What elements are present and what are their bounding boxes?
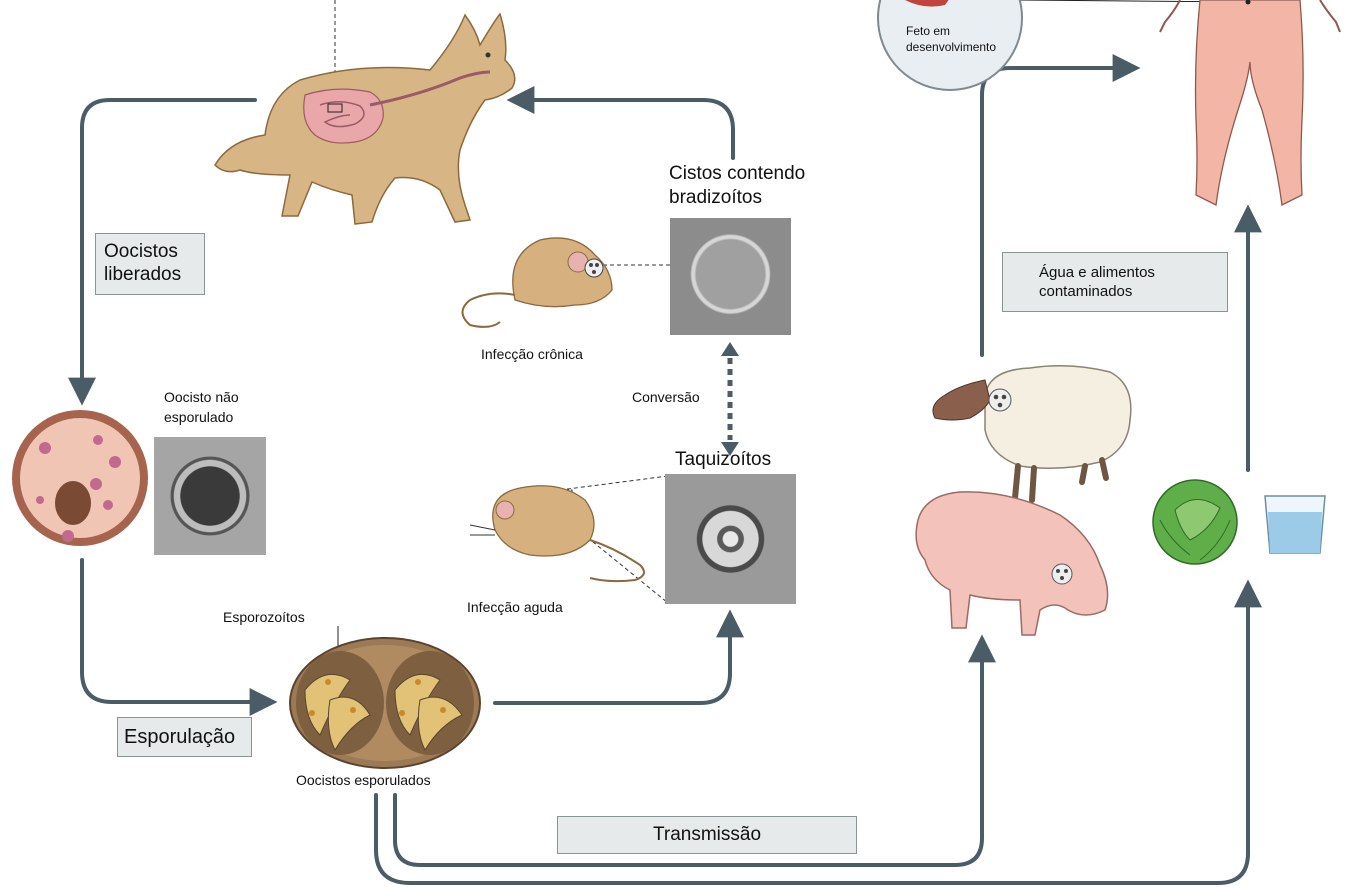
sheep-icon	[933, 366, 1131, 500]
water-glass-icon	[1265, 496, 1325, 553]
unsporulated-label-line2: esporulado	[164, 409, 233, 425]
transmission-box: Transmissão	[557, 816, 857, 854]
oocysts-released-box: Oocistos liberados	[95, 233, 205, 295]
fetus-label-line2: desenvolvimento	[906, 41, 996, 55]
arrow-sporulated-to-tachyzoites	[495, 615, 730, 703]
unsporulated-label-line1: Oocisto não	[164, 389, 239, 405]
conversion-label: Conversão	[632, 389, 700, 405]
cat-icon	[215, 14, 515, 224]
sporulation-box: Esporulação	[117, 717, 252, 757]
oocysts-released-line2: liberados	[104, 264, 181, 287]
arrow-oocyst-to-sporulated	[82, 560, 272, 702]
fetus-label-line1: Feto em	[906, 25, 950, 39]
sporulation-label: Esporulação	[124, 726, 235, 749]
oocysts-released-line1: Oocistos	[104, 241, 181, 264]
water-food-box: Água e alimentos contaminados	[1002, 252, 1228, 312]
cysts-label-line2: bradizoítos	[669, 187, 762, 209]
water-food-line1: Água e alimentos	[1039, 263, 1155, 283]
cysts-label-line1: Cistos contendo	[669, 163, 805, 185]
tachyzoites-label: Taquizoítos	[675, 449, 771, 471]
chronic-infection-label: Infecção crônica	[481, 346, 583, 362]
mouse-icon	[463, 238, 613, 327]
pig-icon	[916, 492, 1107, 635]
arrow-cysts-to-cat	[512, 100, 733, 158]
tachyzoites-micrograph	[665, 474, 796, 604]
sporulated-oocyst-icon	[290, 638, 480, 768]
cabbage-icon	[1153, 480, 1237, 564]
cyst-micrograph	[670, 218, 791, 335]
human-icon	[1160, 0, 1340, 205]
transmission-label: Transmissão	[653, 824, 761, 846]
unsporulated-oocyst-micrograph	[154, 437, 266, 555]
sporulated-oocysts-label: Oocistos esporulados	[296, 772, 431, 788]
water-food-line2: contaminados	[1039, 282, 1155, 302]
acute-infection-label: Infecção aguda	[467, 599, 563, 615]
conversion-arrow	[721, 342, 739, 456]
mouse-icon	[470, 486, 644, 581]
sporozoites-label: Esporozoítos	[223, 609, 305, 625]
oocyst-icon	[12, 410, 148, 546]
